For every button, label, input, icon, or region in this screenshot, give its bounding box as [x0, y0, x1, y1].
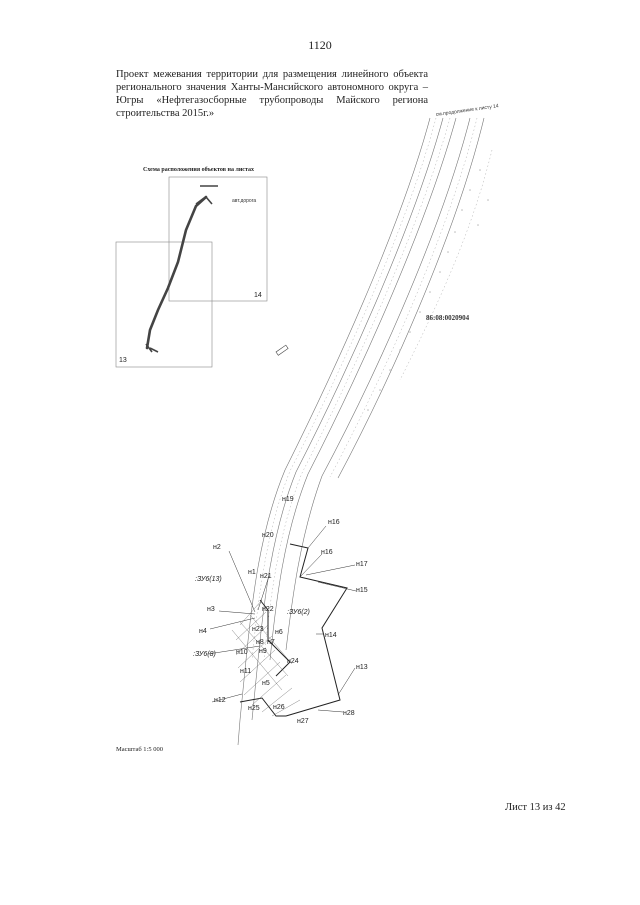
point-n1: н1	[248, 569, 256, 576]
road-corridor	[237, 117, 485, 746]
road-hatching	[251, 117, 493, 661]
terrain-speckle	[367, 169, 489, 411]
point-n17: н17	[356, 561, 368, 568]
leader-lines	[207, 525, 357, 713]
point-n2: н2	[213, 544, 221, 551]
point-n21: н21	[260, 573, 272, 580]
zone-zu8: :ЗУ6(8)	[193, 651, 216, 658]
point-n15: н15	[356, 587, 368, 594]
sheet-number: Лист 13 из 42	[505, 802, 566, 813]
point-n19: н19	[282, 496, 294, 503]
inset-scheme: Схема расположения объектов на листах ав…	[115, 166, 268, 368]
pipeline-branch	[145, 185, 218, 353]
cadastral-number: 86:08:0020904	[426, 314, 470, 322]
edge-note: см.продолжение к листу 14	[435, 103, 499, 118]
inset-title: Схема расположения объектов на листах	[143, 166, 254, 173]
small-structure	[275, 344, 289, 356]
point-n6: н6	[275, 629, 283, 636]
point-n5: н5	[262, 680, 270, 687]
point-n12: н12	[214, 697, 226, 704]
sheet-frame-14	[168, 176, 268, 302]
point-n23: н23	[252, 626, 264, 633]
sheet-14-number: 14	[254, 292, 262, 299]
point-n9: н9	[259, 648, 267, 655]
point-n4: н4	[199, 628, 207, 635]
point-n16: н16	[321, 549, 333, 556]
point-n27: н27	[297, 718, 309, 725]
point-n3: н3	[207, 606, 215, 613]
point-n28: н28	[343, 710, 355, 717]
point-n18: н16	[328, 519, 340, 526]
point-n11: н11	[240, 668, 251, 675]
point-n14: н14	[325, 632, 337, 639]
point-n7: н7	[267, 639, 275, 646]
sheet-frame-13	[115, 241, 213, 368]
pipeline-route	[145, 195, 208, 350]
point-n10: н10	[236, 649, 248, 656]
sheet-13-number: 13	[119, 357, 127, 364]
point-n26: н26	[273, 704, 285, 711]
document-title: Проект межевания территории для размещен…	[116, 69, 428, 119]
plot-hatching	[231, 599, 301, 717]
point-n25: н25	[248, 705, 260, 712]
point-n8: н8	[256, 639, 264, 646]
zone-zu13: :ЗУ6(13)	[195, 576, 222, 583]
page-number: 1120	[308, 38, 332, 52]
point-n13: н13	[356, 664, 368, 671]
point-n20: н20	[262, 532, 274, 539]
inset-road-label: авт.дорога	[232, 198, 256, 204]
point-n24: н24	[287, 658, 299, 665]
point-n22: н22	[262, 606, 274, 613]
zone-zu2: :ЗУ6(2)	[287, 609, 310, 616]
scale-label: Масштаб 1:5 000	[116, 746, 163, 753]
